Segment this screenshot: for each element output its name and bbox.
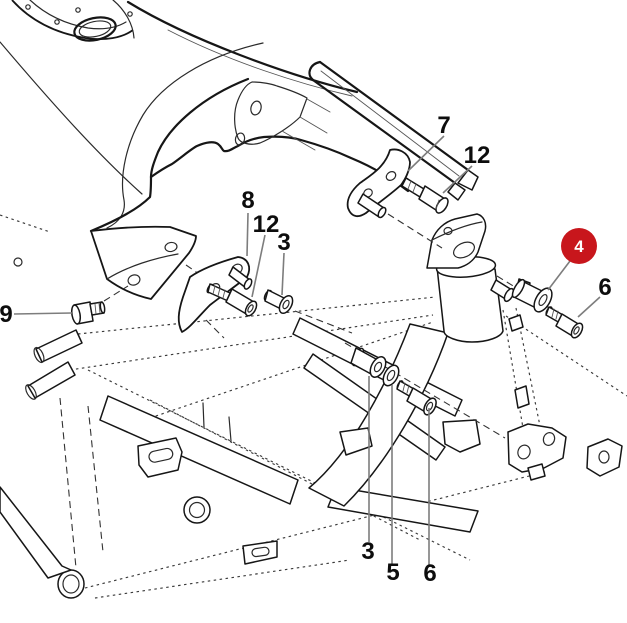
frame-tab: [508, 314, 524, 332]
bolt-9: [70, 301, 106, 325]
fuel-tank: [0, 0, 479, 300]
frame-tab: [514, 385, 530, 409]
tank-front-bracket: [90, 225, 197, 300]
frame-mount-bracket: [442, 419, 481, 453]
filler-cap: [11, 0, 135, 42]
tank-rear-rail: [308, 60, 479, 201]
frame-tube-end: [57, 569, 85, 599]
callout-5: 5: [386, 559, 399, 586]
callout-3-lower: 3: [361, 538, 374, 565]
leader-lines: [13, 135, 601, 565]
frame-front-tube: [0, 486, 72, 579]
steering-head-tube: [436, 266, 504, 343]
bushing-3-lower: [350, 347, 387, 378]
bolt-6-upper: [545, 306, 584, 339]
tank-flange-hole: [13, 257, 23, 267]
callout-3-upper: 3: [277, 229, 290, 256]
bushing-3-upper: [263, 289, 294, 315]
bolt-12-lower: [206, 283, 258, 317]
highlight-badge-4[interactable]: 4: [561, 228, 597, 264]
frame-bracket-slotted: [137, 437, 183, 478]
badge-circle[interactable]: [561, 228, 597, 264]
callout-labels: 7 12 8 12 3 9 6 3 5 6: [0, 112, 612, 587]
frame-pivot-tube: [183, 496, 211, 524]
callout-12-lower: 12: [253, 211, 280, 238]
frame-stub: [35, 329, 83, 363]
badge-label: 4: [574, 237, 584, 256]
frame-stub: [27, 361, 76, 399]
bolt-12-upper: [401, 177, 449, 214]
frame-plate-slotted: [242, 540, 278, 565]
callout-6-lower: 6: [423, 560, 436, 587]
callout-7: 7: [437, 112, 450, 139]
frame-mount-tab: [339, 427, 373, 456]
steering-head: [426, 213, 531, 409]
frame-downtube: [308, 323, 449, 507]
frame-rear-bracket: [586, 438, 623, 477]
frame-detail-line: [202, 402, 205, 428]
callout-8: 8: [241, 187, 254, 214]
bracket-7: [346, 148, 411, 219]
bolt-6-lower: [396, 380, 437, 416]
frame-trellis: [0, 214, 627, 599]
frame-detail-line: [228, 416, 232, 442]
tank-underside-rib: [234, 81, 331, 151]
callout-6-upper: 6: [598, 274, 611, 301]
fork-lower-bracket: [507, 423, 567, 481]
frame-solid-tubes: [0, 317, 623, 599]
washer-5: [382, 364, 400, 387]
callout-9: 9: [0, 301, 13, 328]
callout-12-upper: 12: [464, 142, 491, 169]
